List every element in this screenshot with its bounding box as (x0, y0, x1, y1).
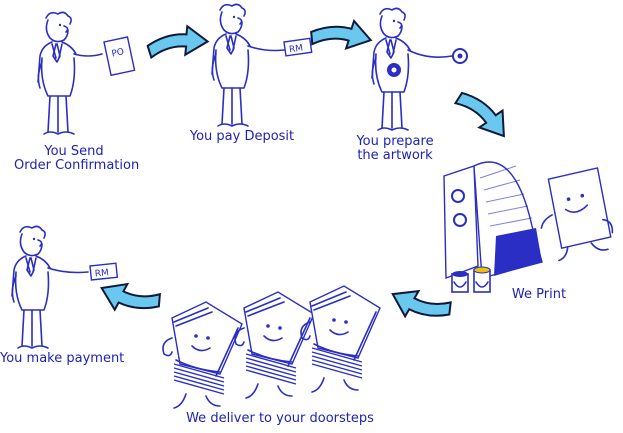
step-4-press (443, 161, 614, 293)
step-6-label: You make payment (0, 351, 125, 366)
rm-tag-payment: RM (94, 268, 109, 279)
arrow-3 (451, 81, 517, 145)
arrow-2 (309, 17, 373, 52)
step-label-pay-deposit: You pay Deposit (182, 130, 302, 144)
step-6-figure: RM (11, 225, 119, 349)
po-tag: PO (111, 47, 125, 59)
step-2-figure: RM (211, 3, 313, 127)
arrow-1 (144, 22, 211, 61)
step-label-make-payment: You make payment (0, 352, 124, 366)
arrow-4 (386, 283, 455, 329)
step-label-deliver: We deliver to your doorsteps (170, 412, 390, 426)
step-label-print: We Print (504, 288, 574, 302)
step-5-stacks (162, 285, 381, 409)
step-1-figure: PO (37, 11, 136, 135)
step-2-label: You pay Deposit (189, 129, 295, 144)
step-3-figure (371, 7, 468, 131)
rm-tag-deposit: RM (289, 43, 304, 55)
step-4-label: We Print (511, 287, 567, 302)
arrow-5 (96, 277, 164, 321)
step-5-label: We deliver to your doorsteps (186, 411, 374, 426)
